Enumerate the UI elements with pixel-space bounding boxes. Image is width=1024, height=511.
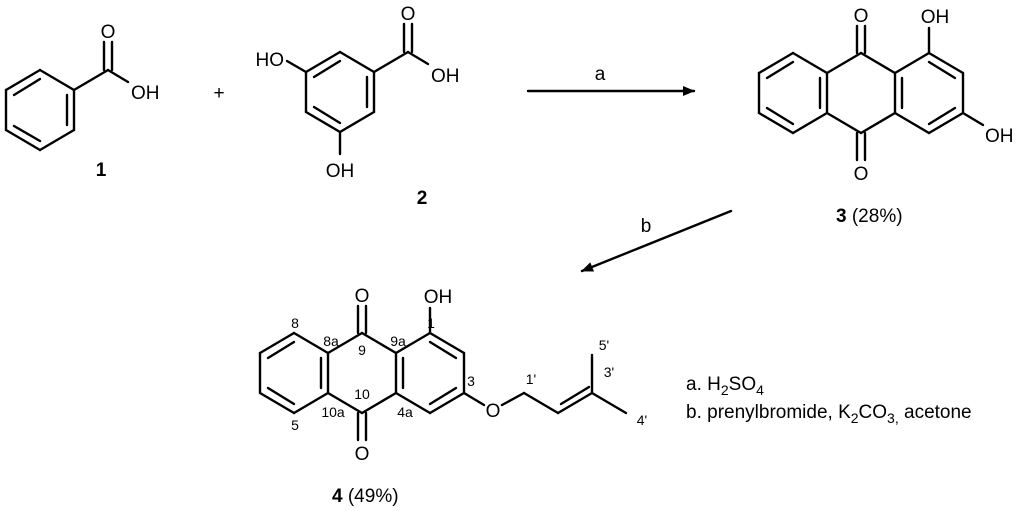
c1-hydroxyl: OH [131,83,160,104]
c3-carbonyl-o-top: O [854,6,869,27]
compound-1-label: 1 [96,160,107,181]
condition-b: b. prenylbromide, K2CO3, acetone [686,402,972,426]
c4-carbonyl-o-bottom: O [355,444,370,465]
locant-10a: 10a [321,404,345,420]
locant-8a: 8a [323,333,339,349]
c3-hydroxyl-1: OH [921,7,950,28]
compound-4-label: 4 (49%) [332,486,399,507]
condition-a: a. H2SO4 [686,374,764,398]
locant-3: 3 [467,373,475,389]
c4-hydroxyl-1: OH [424,287,453,308]
locant-4a: 4a [397,404,413,420]
locant-3-prime: 3' [604,364,614,380]
locant-1: 1 [427,315,435,331]
c2-hydroxyl-bottom: OH [326,161,355,182]
locant-4-prime: 4' [637,412,647,428]
reaction-conditions: a. H2SO4 b. prenylbromide, K2CO3, aceton… [686,374,972,426]
c2-carbonyl-o: O [401,4,416,25]
c3-carbonyl-o-bottom: O [854,164,869,185]
arrow-a-label: a [595,64,606,85]
locant-10: 10 [354,386,370,402]
c2-hydroxyl-top: HO [256,50,285,71]
compound-1-benzoic-acid: O OH 1 [4,22,160,181]
locant-1-prime: 1' [526,371,536,387]
compound-3-label: 3 (28%) [836,206,903,227]
c1-carbonyl-o: O [101,22,116,43]
c4-carbonyl-o-top: O [355,286,370,307]
compound-2-label: 2 [417,188,428,209]
plus-sign: + [213,83,224,104]
c3-hydroxyl-3: OH [985,126,1014,147]
locant-5: 5 [291,417,299,433]
locant-9a: 9a [390,333,406,349]
compound-4-prenyloxy-anthraquinone: O O OH O 1 3 4a 5 8 8a 9 9a 10 10a 1' 3'… [258,286,647,507]
c2-carboxyl-oh: OH [431,66,460,87]
locant-5-prime: 5' [599,337,609,353]
locant-8: 8 [291,315,299,331]
compound-3-dihydroxyanthraquinone: O O OH OH 3 (28%) [757,6,1014,227]
c4-ether-o: O [486,401,501,422]
compound-2-dihydroxybenzoic-acid: O OH HO OH 2 [256,4,460,209]
arrow-b [580,209,733,273]
arrow-b-label: b [641,216,652,237]
locant-9: 9 [358,342,366,358]
